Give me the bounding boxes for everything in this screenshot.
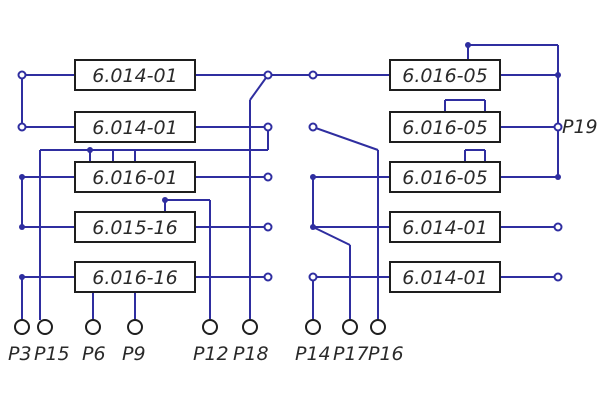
right-component-1-label: 6.016-05	[402, 65, 487, 87]
right-component-4-label: 6.014-01	[402, 217, 487, 239]
output-pins	[14, 319, 386, 335]
right-component-4: 6.014-01	[389, 211, 501, 243]
right-component-3-label: 6.016-05	[402, 167, 487, 189]
right-component-1: 6.016-05	[389, 59, 501, 91]
right-wiring	[312, 44, 559, 320]
left-component-1: 6.014-01	[74, 59, 196, 91]
pin-p6-label: P6	[82, 343, 106, 365]
right-component-2-label: 6.016-05	[402, 117, 487, 139]
pin-p12-label: P12	[193, 343, 229, 365]
right-component-5: 6.014-01	[389, 261, 501, 293]
pin-p18-label: P18	[233, 343, 269, 365]
left-component-1-label: 6.014-01	[92, 65, 177, 87]
pin-p9-label: P9	[122, 343, 146, 365]
left-component-4: 6.015-16	[74, 211, 196, 243]
pin-p15-label: P15	[34, 343, 70, 365]
right-component-3: 6.016-05	[389, 161, 501, 193]
left-component-3: 6.016-01	[74, 161, 196, 193]
pin-p19-label: P19	[562, 116, 598, 138]
left-component-5: 6.016-16	[74, 261, 196, 293]
left-component-3-label: 6.016-01	[92, 167, 177, 189]
pin-p16-label: P16	[368, 343, 404, 365]
pin-p14-label: P14	[295, 343, 331, 365]
right-component-2: 6.016-05	[389, 111, 501, 143]
pin-p3-label: P3	[8, 343, 32, 365]
terminal-nodes	[17, 70, 563, 282]
left-component-2-label: 6.014-01	[92, 117, 177, 139]
junction-dots	[19, 42, 561, 280]
left-component-2: 6.014-01	[74, 111, 196, 143]
left-wiring	[21, 74, 390, 320]
pin-p17-label: P17	[333, 343, 369, 365]
right-component-5-label: 6.014-01	[402, 267, 487, 289]
left-component-4-label: 6.015-16	[92, 217, 177, 239]
left-component-5-label: 6.016-16	[92, 267, 177, 289]
